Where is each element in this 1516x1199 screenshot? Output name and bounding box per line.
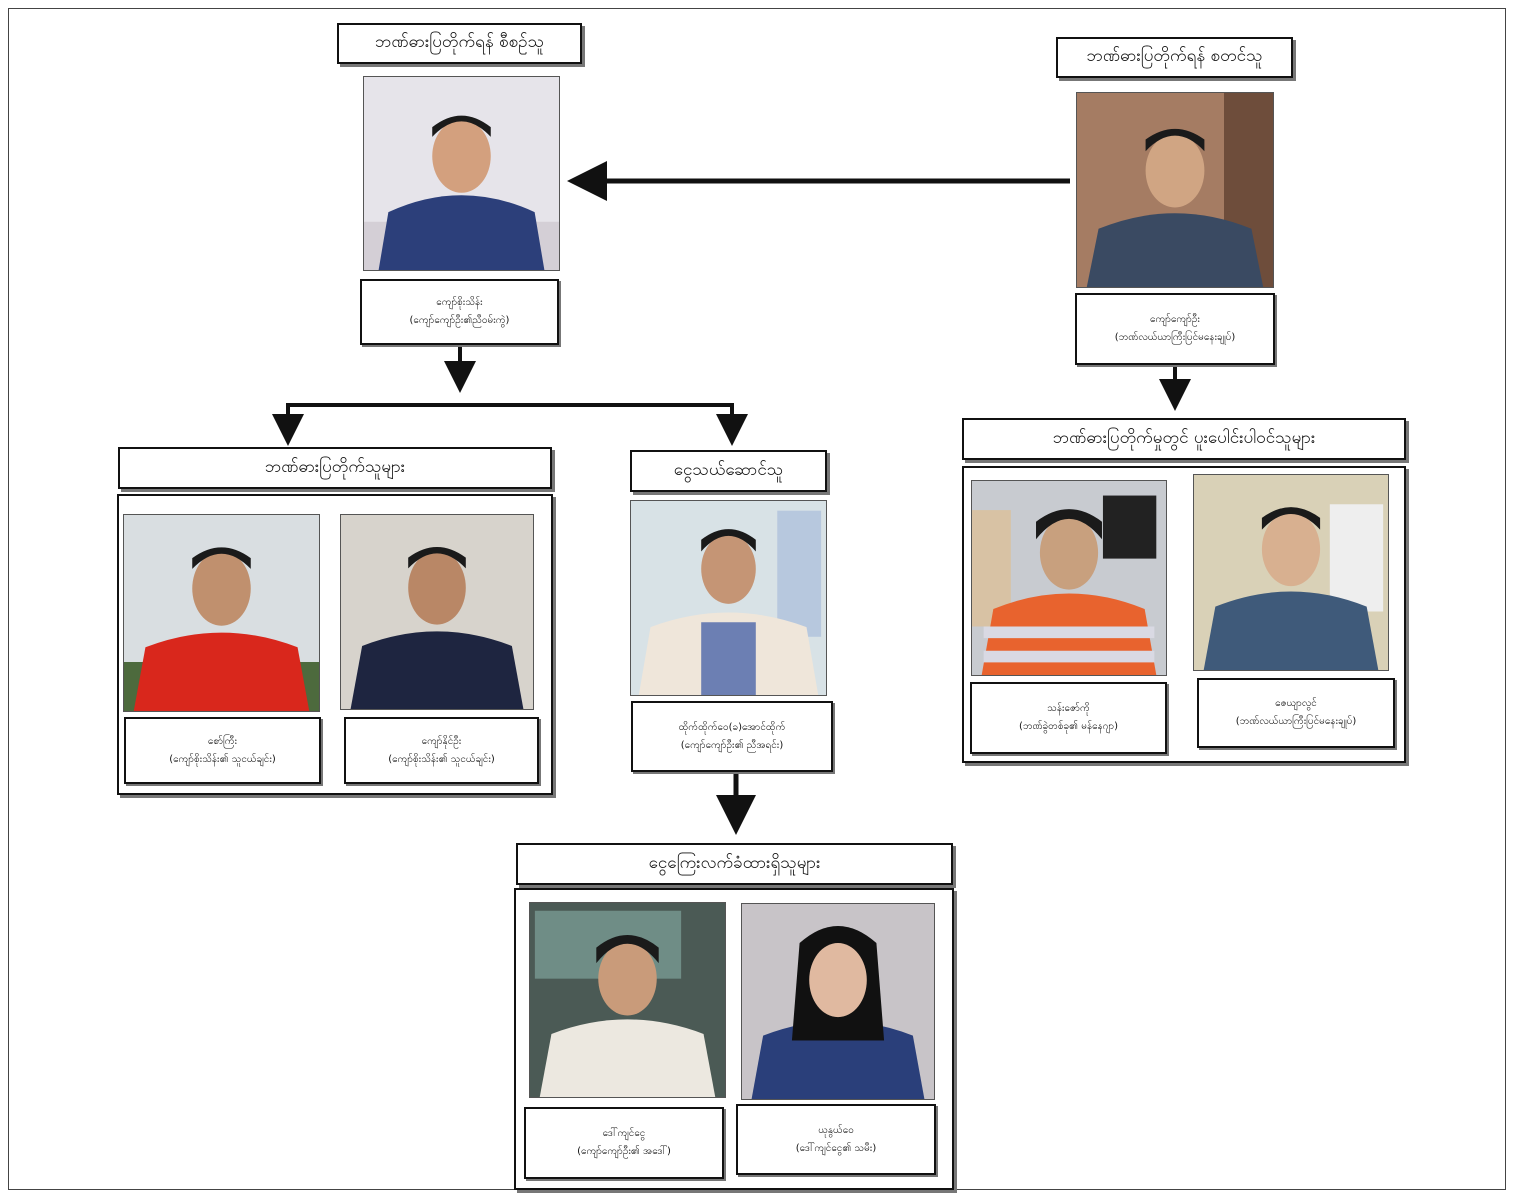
carrier-photo — [630, 500, 827, 696]
planner-caption: ကျော်စိုးသိန်း (ကျော်ကျော်ဦး၏ညီဝမ်းကွဲ) — [360, 279, 559, 345]
involved-2-caption: ဇေယျာလွင် (ဘဏ်လယ်ယာကြီးပြင်မနေးချုပ်) — [1197, 678, 1395, 748]
initiator-photo — [1076, 92, 1274, 288]
heading-planner: ဘဏ်ဓားပြတိုက်ရန် စီစဉ်သူ — [337, 23, 582, 64]
heading-initiator: ဘဏ်ဓားပြတိုက်ရန် စတင်သူ — [1056, 37, 1293, 78]
heading-robbers-text: ဘဏ်ဓားပြတိုက်သူများ — [264, 456, 406, 477]
receiver-1-role: (ကျော်ကျော်ဦး၏ အဒေါ်) — [577, 1146, 671, 1157]
heading-money-carrier-text: ငွေသယ်ဆောင်သူ — [673, 459, 784, 480]
initiator-name: ကျော်ကျော်ဦး — [1150, 314, 1200, 325]
heading-initiator-text: ဘဏ်ဓားပြတိုက်ရန် စတင်သူ — [1086, 46, 1263, 66]
involved-2-photo — [1193, 474, 1389, 671]
carrier-role: (ကျော်ကျော်ဦး၏ ညီအရင်း) — [680, 739, 784, 751]
planner-name: ကျော်စိုးသိန်း — [436, 297, 483, 308]
involved-2-role: (ဘဏ်လယ်ယာကြီးပြင်မနေးချုပ်) — [1235, 716, 1357, 727]
involved-1-photo — [971, 480, 1167, 676]
receiver-1-photo — [529, 902, 726, 1098]
robber-1-photo — [123, 514, 320, 712]
involved-1-caption: သန်းဇော်ကို (ဘဏ်ခွဲတစ်ခု၏ မန်နေဂျာ) — [970, 682, 1167, 754]
initiator-role: (ဘဏ်လယ်ယာကြီးပြင်မနေးချုပ်) — [1114, 332, 1236, 343]
robber-2-caption: ကျော်နိုင်ဦး (ကျော်စိုးသိန်း၏ သူငယ်ချင်း… — [344, 717, 539, 784]
robber-2-role: (ကျော်စိုးသိန်း၏ သူငယ်ချင်း) — [388, 753, 495, 765]
receiver-1-caption: ဒေါ်ကျင်ငွေ (ကျော်ကျော်ဦး၏ အဒေါ်) — [524, 1107, 724, 1179]
planner-role: (ကျော်ကျော်ဦး၏ညီဝမ်းကွဲ) — [409, 315, 510, 326]
involved-2-name: ဇေယျာလွင် — [1275, 698, 1317, 709]
robber-1-caption: စော်ကြီး (ကျော်စိုးသိန်း၏ သူငယ်ချင်း) — [124, 717, 321, 784]
involved-1-name: သန်းဇော်ကို — [1047, 703, 1090, 714]
heading-involved: ဘဏ်ဓားပြတိုက်မှုတွင် ပူးပေါင်းပါဝင်သူမျာ… — [962, 418, 1406, 460]
receiver-1-name: ဒေါ်ကျင်ငွေ — [602, 1128, 646, 1139]
heading-robbers: ဘဏ်ဓားပြတိုက်သူများ — [118, 447, 552, 489]
robber-1-role: (ကျော်စိုးသိန်း၏ သူငယ်ချင်း) — [169, 753, 276, 765]
heading-involved-text: ဘဏ်ဓားပြတိုက်မှုတွင် ပူးပေါင်းပါဝင်သူမျာ… — [1052, 427, 1316, 448]
heading-receivers-text: ငွေကြေးလက်ခံထားရှိသူများ — [648, 852, 821, 873]
involved-1-role: (ဘဏ်ခွဲတစ်ခု၏ မန်နေဂျာ) — [1018, 721, 1119, 732]
carrier-caption: ထိုက်ထိုက်ဝေ(ခ)အောင်ထိုက် (ကျော်ကျော်ဦး၏… — [631, 701, 833, 772]
robber-1-name: စော်ကြီး — [207, 735, 238, 747]
heading-receivers: ငွေကြေးလက်ခံထားရှိသူများ — [516, 843, 953, 885]
robber-2-name: ကျော်နိုင်ဦး — [421, 735, 462, 747]
initiator-caption: ကျော်ကျော်ဦး (ဘဏ်လယ်ယာကြီးပြင်မနေးချုပ်) — [1075, 293, 1275, 365]
receiver-2-role: (ဒေါ်ကျင်ငွေ၏ သမီး) — [795, 1142, 877, 1154]
heading-money-carrier: ငွေသယ်ဆောင်သူ — [630, 450, 827, 492]
heading-planner-text: ဘဏ်ဓားပြတိုက်ရန် စီစဉ်သူ — [374, 32, 545, 52]
carrier-name: ထိုက်ထိုက်ဝေ(ခ)အောင်ထိုက် — [678, 721, 786, 733]
planner-photo — [363, 76, 560, 271]
robber-2-photo — [340, 514, 534, 710]
receiver-2-caption: ယုနွယ်ဝေ (ဒေါ်ကျင်ငွေ၏ သမီး) — [736, 1104, 936, 1175]
receiver-2-name: ယုနွယ်ဝေ — [818, 1124, 854, 1136]
receiver-2-photo — [741, 903, 935, 1100]
